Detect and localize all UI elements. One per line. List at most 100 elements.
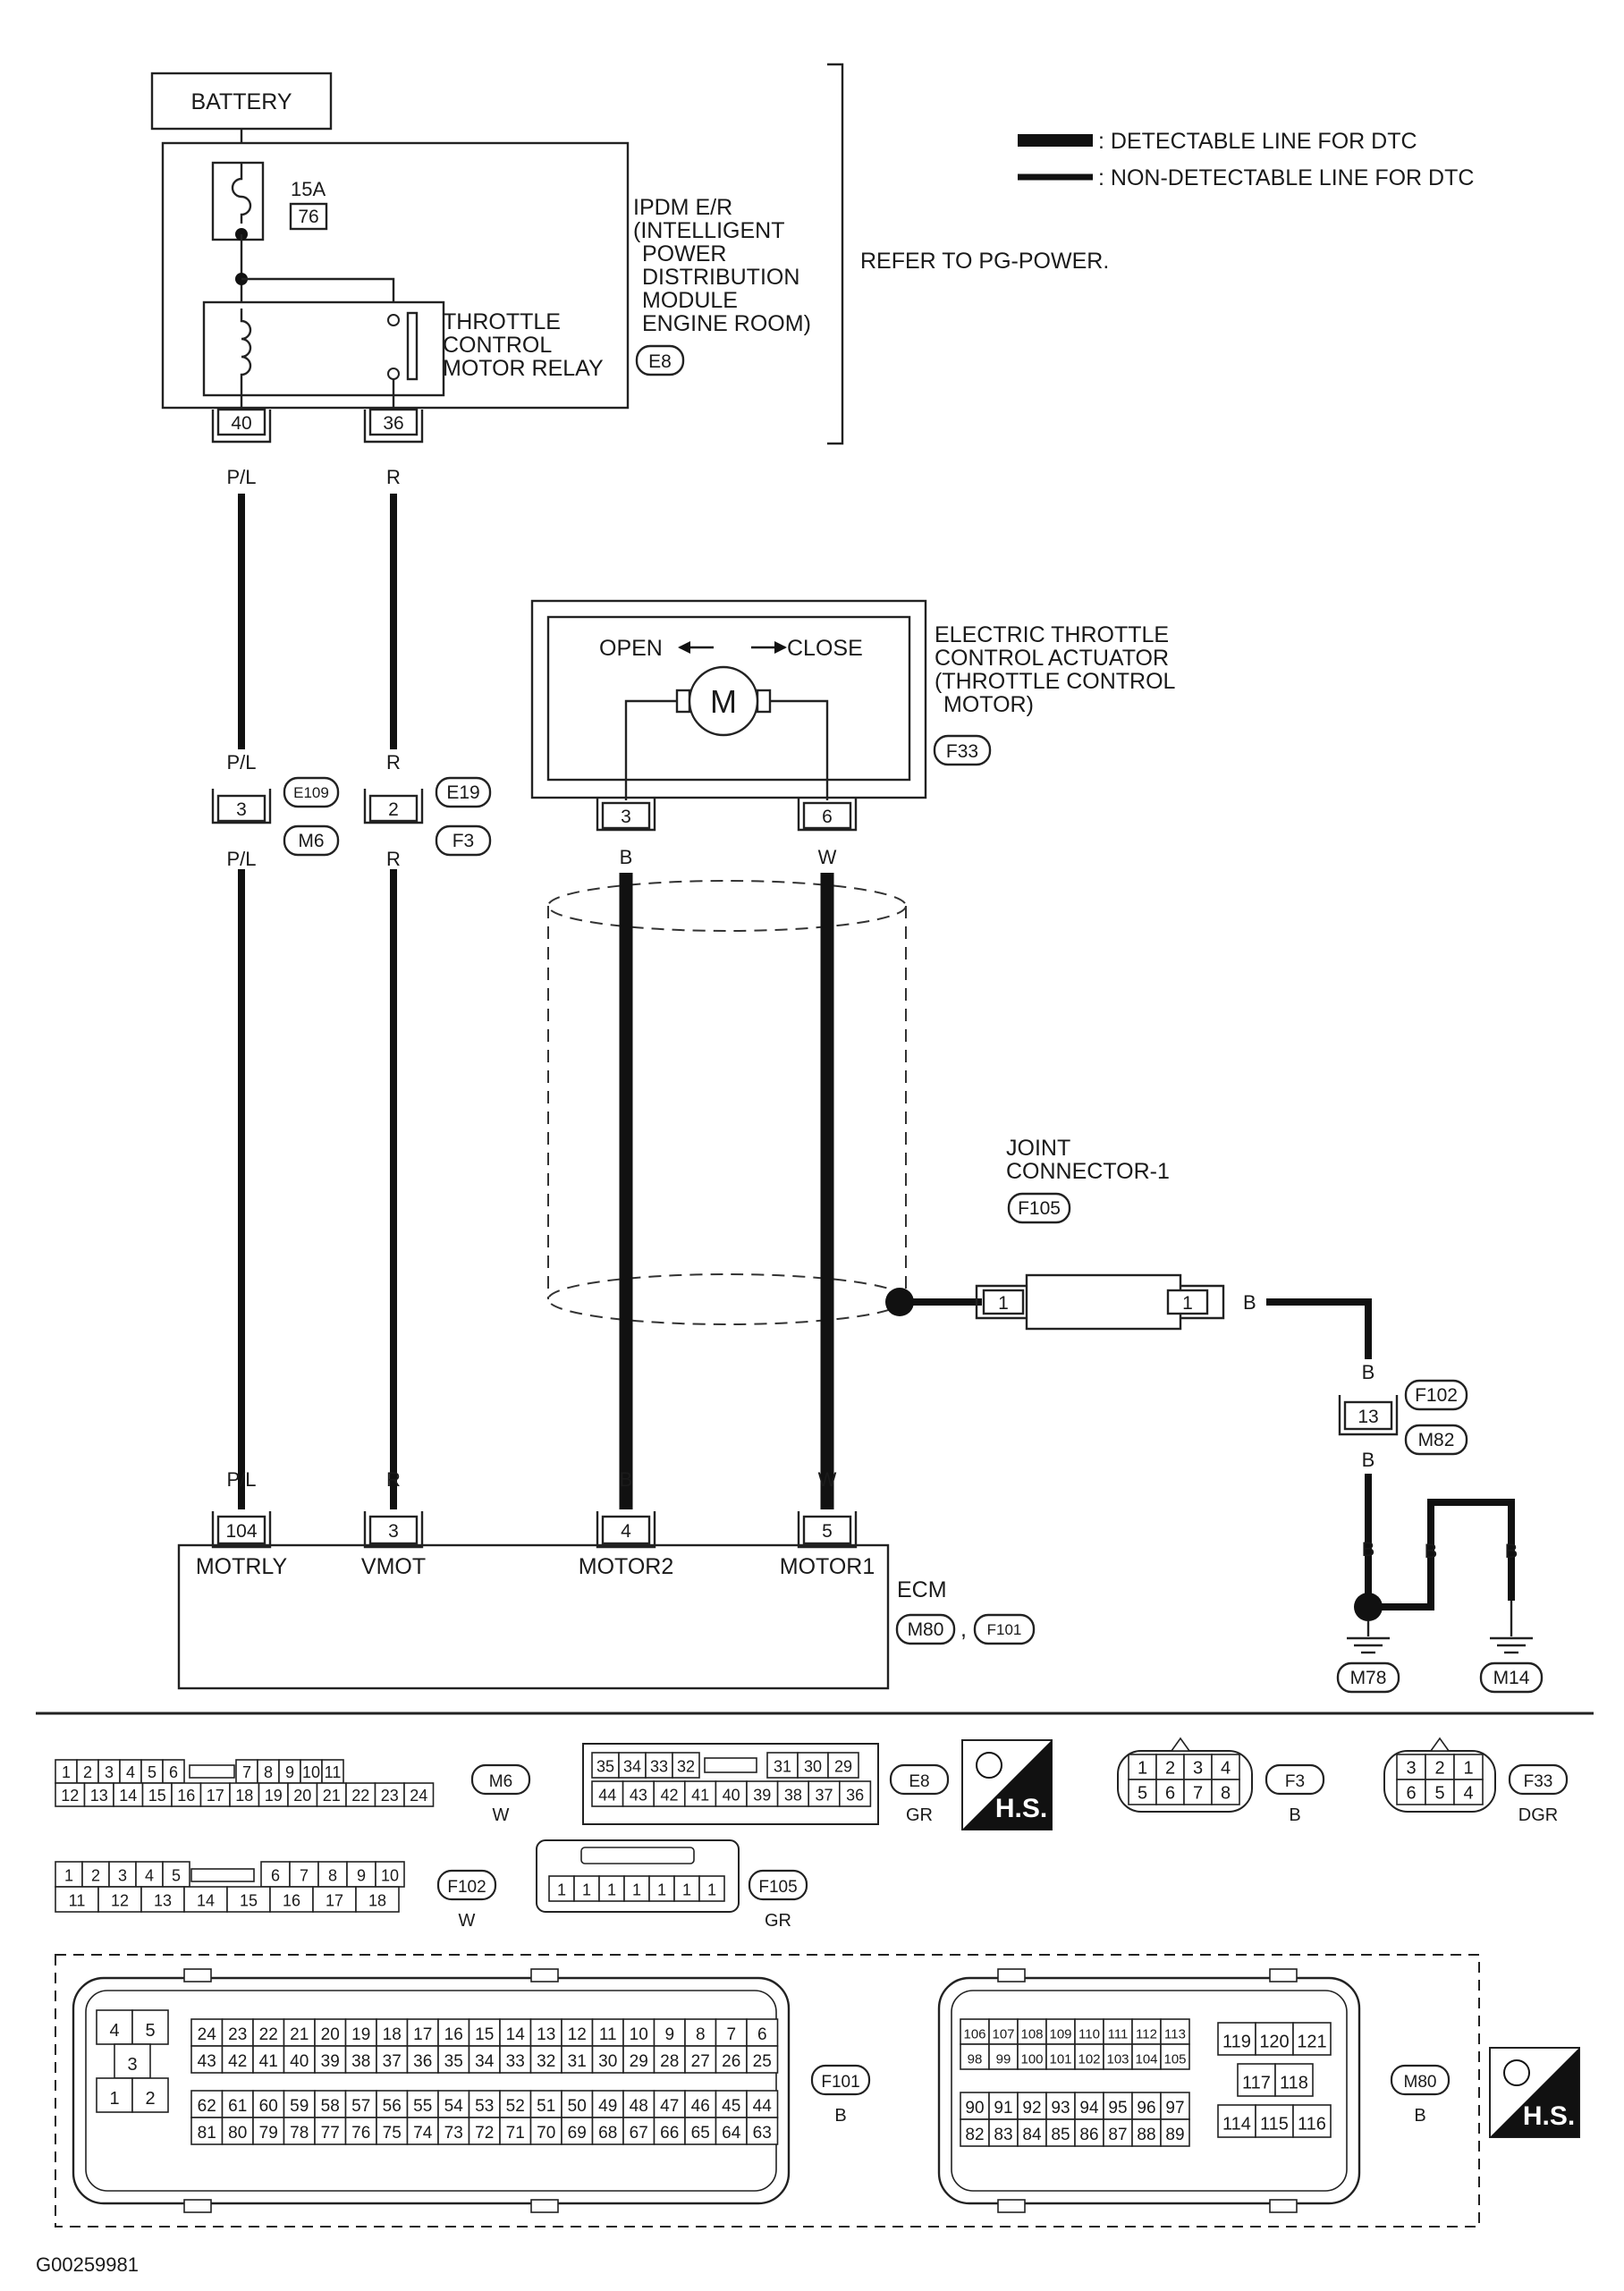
- f101-pin-28: 28: [660, 2052, 679, 2071]
- m6-pin-1: 1: [62, 1763, 71, 1781]
- wire-color-pl-ecm: P/L: [226, 1468, 256, 1491]
- legend-non-detectable-text: : NON-DETECTABLE LINE FOR DTC: [1098, 165, 1474, 190]
- f102-pin-18-cell: [355, 1886, 400, 1913]
- f101-pin-69: 69: [568, 2124, 587, 2143]
- connector-e109-m6: 3: [211, 789, 272, 824]
- motor-symbol: M: [710, 683, 737, 720]
- f101-pin-8-cell: [684, 2018, 717, 2047]
- badge-e19-label: E19: [446, 782, 479, 803]
- m80-pin-102-cell: [1074, 2043, 1104, 2070]
- wire-color-b-top: B: [620, 846, 633, 868]
- m80-pin-88: 88: [1137, 2126, 1155, 2144]
- motor-terminal-left: [675, 689, 691, 714]
- f101-pin-39: 39: [321, 2052, 340, 2071]
- f101-pin-71: 71: [506, 2124, 525, 2143]
- m6-pin-24-cell: [403, 1782, 435, 1807]
- wire-color-w-top: W: [818, 846, 837, 868]
- f101-pin-25-cell: [746, 2045, 779, 2074]
- f101-pin-34-cell: [468, 2045, 501, 2074]
- f101-pin-25: 25: [753, 2052, 772, 2071]
- ground-m78-icon: [1347, 1621, 1390, 1654]
- m80-pin-91-cell: [988, 2092, 1019, 2120]
- ecm-box: [177, 1543, 890, 1690]
- f101-pin-18-cell: [376, 2018, 409, 2047]
- f101-pin-50: 50: [568, 2097, 587, 2116]
- m80-pin-116: 116: [1298, 2114, 1326, 2134]
- actuator-pin-3: 3: [596, 798, 656, 832]
- f101-pin-4-cell: [96, 2009, 133, 2045]
- f101-pin-64: 64: [722, 2124, 741, 2143]
- figure-id: G00259981: [36, 2253, 139, 2276]
- m80-pin-94: 94: [1079, 2099, 1099, 2118]
- m80-pin-113: 113: [1164, 2026, 1186, 2042]
- f101-pin-30-cell: [591, 2045, 624, 2074]
- e8-pin-39: 39: [753, 1786, 771, 1804]
- m6-connector-id-badge: [470, 1763, 531, 1796]
- f102-pin-16: 16: [283, 1891, 300, 1909]
- m80-color-code: B: [1414, 2106, 1425, 2126]
- f3-pin-6-cell: [1155, 1779, 1185, 1805]
- e8-pin-29-cell: [827, 1752, 859, 1779]
- actuator-name-3: (THROTTLE CONTROL: [935, 669, 1176, 694]
- m80-pin-121-cell: [1292, 2022, 1332, 2056]
- m6-pin-6: 6: [169, 1763, 178, 1781]
- m80-pin-121: 121: [1297, 2032, 1326, 2051]
- m80-pin-86: 86: [1079, 2126, 1098, 2144]
- m80-lock-bottom-left: [997, 2199, 1026, 2213]
- ecm-terminal-104-label: MOTRLY: [196, 1554, 288, 1579]
- f101-pin-48-cell: [622, 2090, 656, 2118]
- m80-pin-91: 91: [994, 2099, 1012, 2118]
- f101-pin-59: 59: [290, 2097, 309, 2116]
- connector-f102-m82-pin: 13: [1358, 1407, 1378, 1427]
- connector-e109-m6-pin: 3: [236, 799, 247, 820]
- f3-pin-5: 5: [1138, 1783, 1147, 1803]
- e8-pin-33: 33: [650, 1757, 668, 1775]
- joint-pin-right: 1: [1166, 1284, 1225, 1320]
- f101-pin-18: 18: [383, 2025, 402, 2044]
- f101-pin-46: 46: [691, 2097, 710, 2116]
- connector-e19-f3: 2: [363, 789, 424, 824]
- badge-m82-label: M82: [1418, 1430, 1455, 1450]
- f101-pin-14: 14: [506, 2025, 526, 2044]
- m6-pin-24: 24: [410, 1787, 427, 1805]
- joint-pin-right-label: 1: [1182, 1293, 1193, 1314]
- actuator-pin-6-label: 6: [822, 807, 833, 827]
- actuator-name-1: ELECTRIC THROTTLE: [935, 622, 1169, 647]
- f101-pin-72: 72: [475, 2124, 494, 2143]
- m6-pin-12: 12: [61, 1787, 79, 1805]
- badge-e109-label: E109: [293, 784, 329, 801]
- m80-pin-103-cell: [1103, 2043, 1133, 2070]
- f101-pin-40-cell: [283, 2045, 316, 2074]
- relay-switch-icon: [406, 311, 419, 381]
- motor-wire-right: [770, 699, 829, 800]
- f101-pin-54: 54: [444, 2097, 464, 2116]
- f101-pin-26-cell: [715, 2045, 748, 2074]
- f101-pin-33: 33: [506, 2052, 525, 2071]
- f101-pin-75: 75: [383, 2124, 402, 2143]
- f33-color-code: DGR: [1518, 1805, 1558, 1825]
- legend: : DETECTABLE LINE FOR DTC : NON-DETECTAB…: [1018, 129, 1474, 190]
- f101-pin-49: 49: [598, 2097, 617, 2116]
- f33-pin-4: 4: [1463, 1783, 1473, 1803]
- e8-pin-42: 42: [660, 1786, 678, 1804]
- f101-pin-7: 7: [726, 2025, 736, 2044]
- f102-pin-3-cell: [108, 1861, 137, 1888]
- f101-pin-79-cell: [252, 2117, 285, 2145]
- m6-pin-16: 16: [177, 1787, 195, 1805]
- m80-pin-93: 93: [1051, 2099, 1070, 2118]
- relay-label-2: CONTROL: [443, 333, 552, 358]
- f101-pin-62: 62: [198, 2097, 216, 2116]
- m80-pin-109: 109: [1049, 2026, 1071, 2042]
- m6-pin-22: 22: [351, 1787, 369, 1805]
- f102-pin-8-cell: [317, 1861, 348, 1888]
- f33-pin-1-cell: [1453, 1754, 1484, 1780]
- f33-pin-6: 6: [1406, 1783, 1416, 1803]
- m80-pin-89: 89: [1165, 2126, 1184, 2144]
- m80-pin-114: 114: [1222, 2114, 1251, 2134]
- ecm-terminal-3-label: VMOT: [361, 1554, 426, 1579]
- f101-pin-66: 66: [660, 2124, 679, 2143]
- ecm-terminal-104-pin: 104: [225, 1521, 257, 1542]
- fuse-number: 76: [298, 207, 318, 227]
- m6-pin-14: 14: [119, 1787, 137, 1805]
- wire-color-b-f102-top: B: [1362, 1361, 1375, 1383]
